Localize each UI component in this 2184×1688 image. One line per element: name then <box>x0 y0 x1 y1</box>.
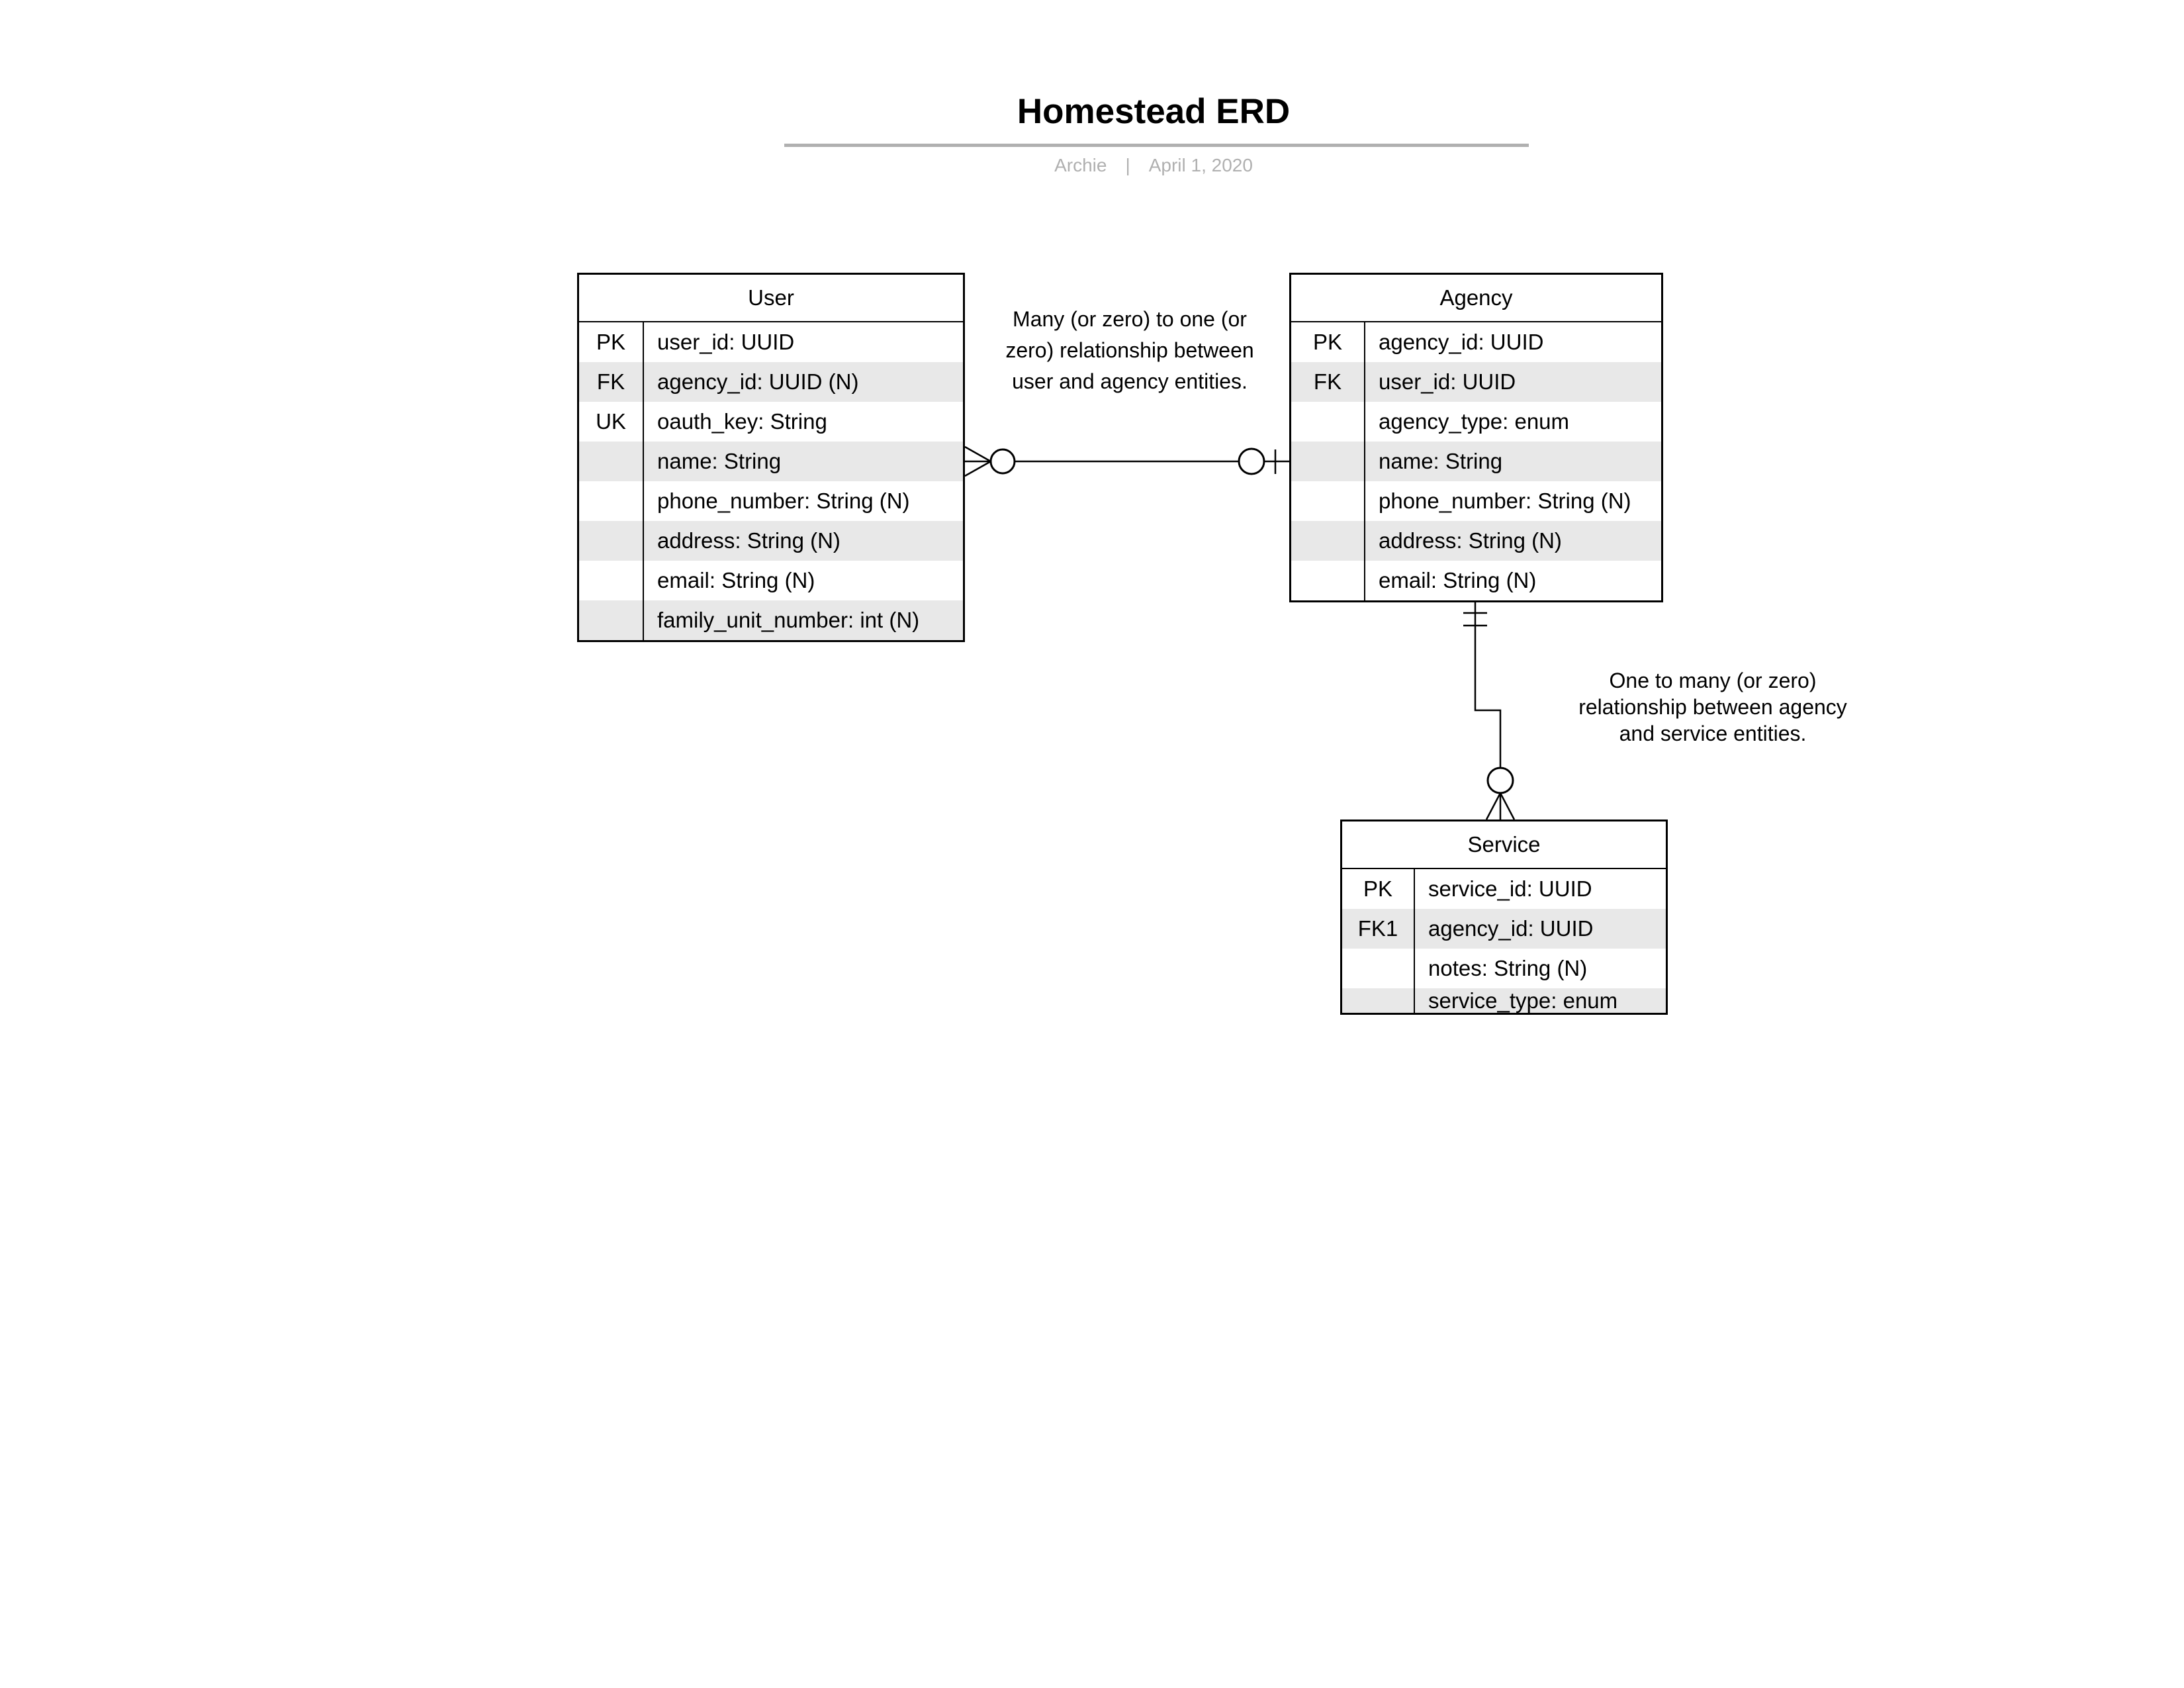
crow-foot-icon <box>964 460 991 477</box>
key-badge <box>1342 949 1415 988</box>
date-label: April 1, 2020 <box>1148 155 1253 175</box>
entity-row: UK oauth_key: String <box>579 402 963 442</box>
key-badge: UK <box>579 402 644 442</box>
crow-foot-icon <box>964 445 991 463</box>
attribute-label: user_id: UUID <box>657 330 795 354</box>
entity-agency: Agency PK agency_id: UUID FK user_id: UU… <box>1289 273 1663 602</box>
entity-row: phone_number: String (N) <box>1291 481 1661 521</box>
attribute-label: family_unit_number: int (N) <box>657 608 920 632</box>
key-badge <box>1291 561 1365 600</box>
entity-service: Service PK service_id: UUID FK1 agency_i… <box>1340 820 1668 1015</box>
entity-user: User PK user_id: UUID FK agency_id: UUID… <box>577 273 965 642</box>
attribute-label: service_type: enum <box>1428 988 1618 1013</box>
key-badge <box>1291 442 1365 481</box>
crow-foot-icon <box>1485 792 1502 820</box>
attribute-label: agency_type: enum <box>1379 409 1570 434</box>
attribute-label: name: String <box>1379 449 1503 473</box>
key-badge <box>1291 402 1365 442</box>
key-badge <box>1291 481 1365 521</box>
attribute-label: email: String (N) <box>1379 568 1537 592</box>
entity-title: Agency <box>1291 275 1661 322</box>
entity-row: name: String <box>579 442 963 481</box>
byline: Archie | April 1, 2020 <box>823 154 1484 177</box>
attribute-label: user_id: UUID <box>1379 369 1516 394</box>
attribute-label: oauth_key: String <box>657 409 827 434</box>
key-badge: PK <box>579 322 644 362</box>
zero-or-one-circle-icon <box>1238 447 1265 475</box>
key-badge <box>1291 521 1365 561</box>
entity-row: address: String (N) <box>1291 521 1661 561</box>
attribute-label: phone_number: String (N) <box>1379 489 1631 513</box>
relationship-agency-service <box>1463 600 1516 820</box>
attribute-label: service_id: UUID <box>1428 876 1592 901</box>
key-badge <box>579 600 644 640</box>
zero-or-many-circle-icon <box>989 448 1016 475</box>
entity-row: agency_type: enum <box>1291 402 1661 442</box>
key-badge: PK <box>1291 322 1365 362</box>
crow-foot-icon <box>1499 792 1516 820</box>
zero-or-many-circle-icon <box>1486 767 1514 794</box>
entity-row: phone_number: String (N) <box>579 481 963 521</box>
byline-separator: | <box>1125 155 1130 175</box>
entity-row: FK user_id: UUID <box>1291 362 1661 402</box>
attribute-label: agency_id: UUID <box>1428 916 1594 941</box>
entity-row: FK agency_id: UUID (N) <box>579 362 963 402</box>
entity-row: FK1 agency_id: UUID <box>1342 909 1666 949</box>
key-badge: FK <box>1291 362 1365 402</box>
relationship-user-agency <box>964 445 1289 477</box>
entity-row: name: String <box>1291 442 1661 481</box>
entity-row: service_type: enum <box>1342 988 1666 1013</box>
attribute-label: address: String (N) <box>657 528 841 553</box>
page-title: Homestead ERD <box>1017 92 1291 131</box>
attribute-label: phone_number: String (N) <box>657 489 910 513</box>
key-badge: PK <box>1342 869 1415 909</box>
entity-title: User <box>579 275 963 322</box>
entity-row: email: String (N) <box>1291 561 1661 600</box>
key-badge <box>579 481 644 521</box>
relationship-label-user-agency: Many (or zero) to one (or zero) relation… <box>1005 307 1254 393</box>
relationship-line <box>1474 600 1502 793</box>
entity-title: Service <box>1342 821 1666 869</box>
relationship-label-agency-service: One to many (or zero) relationship betwe… <box>1578 669 1847 745</box>
key-badge: FK <box>579 362 644 402</box>
title-divider <box>784 144 1529 147</box>
attribute-label: address: String (N) <box>1379 528 1562 553</box>
key-badge <box>1342 988 1415 1013</box>
key-badge <box>579 521 644 561</box>
author-label: Archie <box>1054 155 1107 175</box>
entity-row: PK agency_id: UUID <box>1291 322 1661 362</box>
entity-row: email: String (N) <box>579 561 963 600</box>
entity-row: PK service_id: UUID <box>1342 869 1666 909</box>
key-badge: FK1 <box>1342 909 1415 949</box>
attribute-label: name: String <box>657 449 782 473</box>
entity-row: family_unit_number: int (N) <box>579 600 963 640</box>
attribute-label: agency_id: UUID <box>1379 330 1544 354</box>
entity-row: notes: String (N) <box>1342 949 1666 988</box>
entity-row: PK user_id: UUID <box>579 322 963 362</box>
key-badge <box>579 442 644 481</box>
attribute-label: agency_id: UUID (N) <box>657 369 859 394</box>
attribute-label: email: String (N) <box>657 568 815 592</box>
key-badge <box>579 561 644 600</box>
attribute-label: notes: String (N) <box>1428 956 1588 980</box>
entity-row: address: String (N) <box>579 521 963 561</box>
